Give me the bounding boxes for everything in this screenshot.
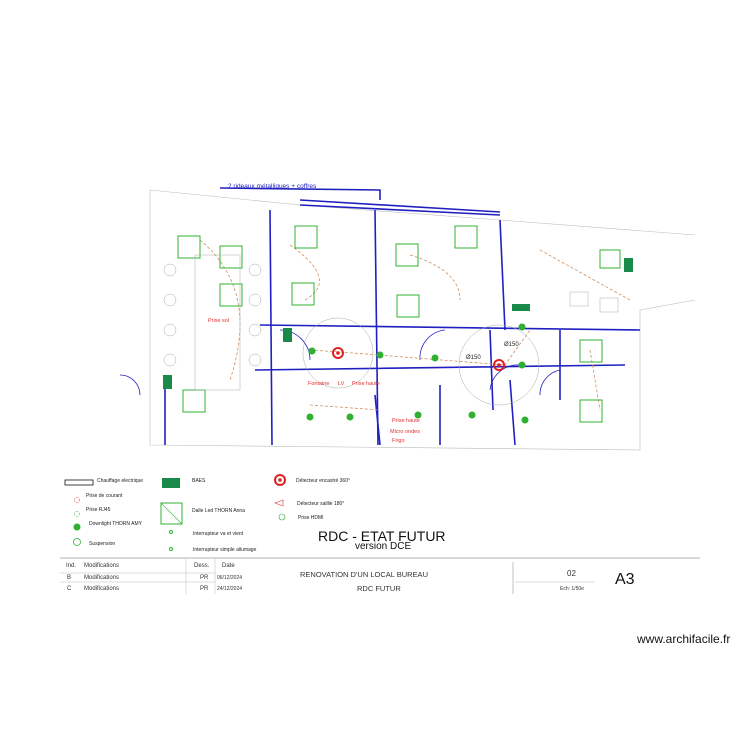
label-diameter-2: Ø150 [466,355,481,361]
radiator-icon [64,479,94,486]
row-c-modif: Modifications [84,586,120,592]
doors [119,329,561,396]
row-c-dess: PR [200,586,209,592]
outlet-icon [74,497,80,503]
legend-label: Downlight THORN AMY [89,521,142,527]
scale: Ech: 1/50e [560,586,584,592]
drawing-name: RDC FUTUR [357,584,401,593]
project-name: RENOVATION D'UN LOCAL BUREAU [300,570,428,579]
label-micro-ondes: Micro ondes [390,429,420,435]
emergency-exits [163,258,633,389]
suspension-icon [73,538,81,546]
emergency-exit-icon [162,478,180,488]
legend-label: Dalle Led THORN Anna [192,508,245,514]
hdmi-icon [278,513,286,521]
led-panel-icon [160,502,183,525]
row-b-modif: Modifications [84,575,120,581]
legend-label: Suspension [89,541,116,547]
row-b-ind: B [67,575,72,581]
row-b-date: 06/12/2024 [217,575,243,581]
paper-format: A3 [615,571,635,588]
drawing-title: RDC - ETAT FUTUR [318,528,446,544]
label-diameter-1: Ø150 [504,342,519,348]
label-frigo: Frigo [392,438,405,444]
col-header-modifications: Modifications [84,563,120,569]
detectors-360 [332,347,505,371]
lighting-circuits [199,239,631,411]
building-outline [149,189,696,451]
downlight-icon [73,523,81,531]
led-panels [177,225,621,423]
legend-label: Prise de courant [86,493,123,499]
col-header-date: Date [222,563,235,569]
title-block-lines [60,557,700,594]
single-switch-icon [169,547,173,551]
legend-label: Interrupteur va et vient [193,531,244,537]
col-header-dess: Dess. [194,563,210,569]
row-c-date: 24/12/2024 [217,586,243,592]
row-b-dess: PR [200,575,209,581]
watermark: www.archifacile.fr [637,632,731,646]
legend-label: Interrupteur simple allumage [193,547,257,553]
legend-label: Détecteur saillie 180° [297,501,345,507]
label-prise-sol: Prise sol [208,318,230,324]
detector-360-icon [274,474,286,486]
legend-icons [64,478,183,551]
label-fontaine: Fontaine [308,381,330,387]
col-header-ind: Ind. [66,563,77,569]
detector-180-icon [274,499,284,507]
legend-icons-right [274,474,286,521]
label-prise-haute-2: Prise haute [392,418,420,424]
legend-label: Détecteur encastré 360° [296,478,350,484]
walls [164,187,641,446]
label-lv: LV [338,381,345,387]
drawing-version: version DCE [355,541,412,552]
legend-label: Prise RJ45 [86,507,111,513]
legend-label: BAES [192,478,206,484]
two-way-switch-icon [169,530,173,534]
legend-label: Chauffage electrique [97,478,144,484]
sheet-number: 02 [567,569,576,578]
label-prise-haute-1: Prise haute [352,381,380,387]
downlights [306,323,529,424]
top-note: 2 rideaux métalliques + coffres [228,183,317,190]
furniture [163,254,619,406]
legend-label: Prise HDMI [298,515,324,521]
row-c-ind: C [67,586,72,592]
rj45-icon [74,511,80,517]
